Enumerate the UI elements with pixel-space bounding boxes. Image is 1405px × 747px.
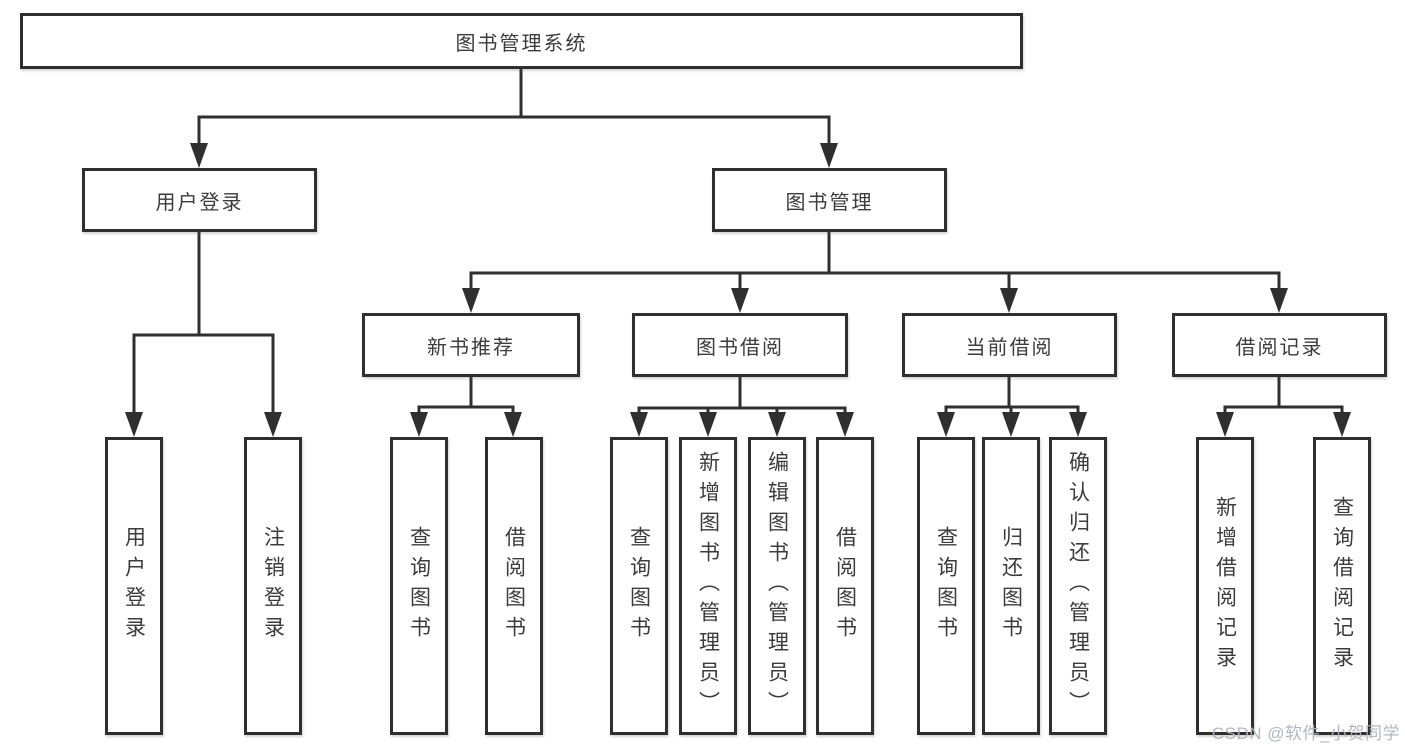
node-user-login-label: 用户登录 — [155, 191, 244, 214]
leaf-query-books-recommend: 查询图书 — [390, 437, 448, 735]
leaf-user-login-label: 用户登录 — [122, 526, 146, 646]
node-user-login: 用户登录 — [82, 168, 317, 232]
node-current-borrow-label: 当前借阅 — [965, 336, 1054, 359]
leaf-confirm-return-admin: 确认归还（管理员） — [1049, 437, 1107, 735]
node-new-book-recommend-label: 新书推荐 — [427, 336, 515, 359]
leaf-query-books-borrow: 查询图书 — [610, 437, 668, 735]
leaf-logout: 注销登录 — [244, 437, 302, 735]
leaf-add-borrow-record: 新增借阅记录 — [1196, 437, 1254, 735]
node-book-borrow-label: 图书借阅 — [696, 336, 784, 359]
node-book-management-label: 图书管理 — [785, 191, 874, 214]
leaf-query-books-current-label: 查询图书 — [934, 526, 958, 646]
node-book-borrow: 图书借阅 — [632, 313, 848, 377]
leaf-return-book-label: 归还图书 — [999, 526, 1023, 646]
leaf-confirm-return-admin-label: 确认归还（管理员） — [1066, 451, 1090, 721]
leaf-add-book-admin-label: 新增图书（管理员） — [696, 451, 720, 721]
leaf-return-book: 归还图书 — [982, 437, 1040, 735]
arrowheads — [125, 143, 1351, 437]
leaf-query-books-current: 查询图书 — [917, 437, 975, 735]
leaf-edit-book-admin-label: 编辑图书（管理员） — [765, 451, 789, 721]
leaf-borrow-books-label: 借阅图书 — [833, 526, 857, 646]
leaf-query-borrow-record-label: 查询借阅记录 — [1330, 496, 1354, 676]
node-borrow-records-label: 借阅记录 — [1235, 336, 1324, 359]
leaf-borrow-books-recommend: 借阅图书 — [485, 437, 543, 735]
node-current-borrow: 当前借阅 — [902, 313, 1117, 377]
node-book-management: 图书管理 — [712, 168, 947, 232]
leaf-query-borrow-record: 查询借阅记录 — [1313, 437, 1371, 735]
leaf-add-book-admin: 新增图书（管理员） — [679, 437, 737, 735]
leaf-borrow-books-recommend-label: 借阅图书 — [502, 526, 526, 646]
leaf-query-books-borrow-label: 查询图书 — [627, 526, 651, 646]
node-root-label: 图书管理系统 — [455, 32, 588, 55]
leaf-borrow-books: 借阅图书 — [816, 437, 874, 735]
csdn-watermark: CSDN @软件_小贺同学 — [1211, 724, 1400, 743]
leaf-query-books-recommend-label: 查询图书 — [407, 526, 431, 646]
leaf-logout-label: 注销登录 — [261, 526, 285, 646]
leaf-add-borrow-record-label: 新增借阅记录 — [1213, 496, 1237, 676]
node-root: 图书管理系统 — [20, 13, 1023, 69]
leaf-user-login: 用户登录 — [105, 437, 163, 735]
leaf-edit-book-admin: 编辑图书（管理员） — [748, 437, 806, 735]
node-new-book-recommend: 新书推荐 — [362, 313, 580, 377]
node-borrow-records: 借阅记录 — [1172, 313, 1387, 377]
